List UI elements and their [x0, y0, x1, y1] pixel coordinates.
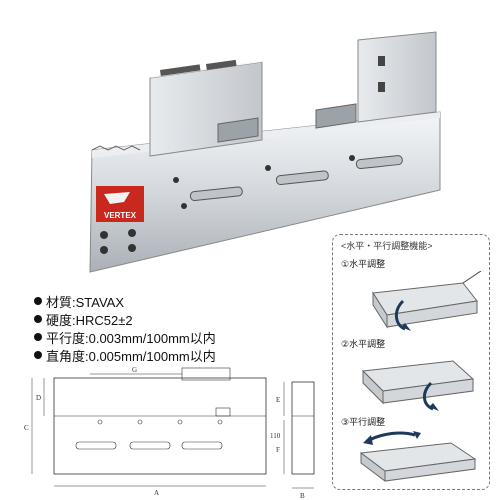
dim-g-label: G — [132, 366, 137, 374]
dim-b-label: B — [300, 492, 305, 500]
logo-text: VERTEX — [104, 211, 137, 220]
panel-title: <水平・平行調整機能> — [341, 241, 433, 251]
spec-parallelism: 平行度:0.003mm/100mm以内 — [34, 328, 284, 346]
bullet-icon — [34, 297, 42, 305]
step-2-illustration — [361, 360, 475, 411]
step-1-label: ①水平調整 — [341, 259, 386, 269]
adjustment-panel: <水平・平行調整機能> ①水平調整 ②水平調整 ③平行調整 — [332, 234, 490, 490]
dimension-drawing: G A C D B E F 110 — [24, 366, 315, 500]
spec-squareness: 直角度:0.005mm/100mm以内 — [34, 346, 284, 364]
spec-list: 材質:STAVAX 硬度:HRC52±2 平行度:0.003mm/100mm以内… — [34, 292, 284, 364]
bullet-icon — [34, 351, 42, 359]
dim-e-label: E — [276, 396, 280, 404]
bullet-icon — [34, 315, 42, 323]
step-1-illustration — [372, 271, 482, 331]
step-3-illustration — [359, 431, 477, 482]
step-3-label: ③平行調整 — [341, 417, 386, 427]
dim-a-label: A — [154, 489, 159, 497]
step-2-label: ②水平調整 — [341, 339, 386, 349]
dim-f-label: F — [276, 446, 280, 454]
dim-d-label: D — [36, 394, 41, 402]
spec-hardness: 硬度:HRC52±2 — [34, 310, 284, 328]
dim-c-label: C — [24, 424, 29, 432]
dim-height-label: 110 — [270, 432, 281, 440]
vertex-logo: VERTEX — [96, 186, 144, 222]
bullet-icon — [34, 333, 42, 341]
vise-product-image: VERTEX — [89, 31, 441, 273]
spec-material: 材質:STAVAX — [34, 292, 284, 310]
